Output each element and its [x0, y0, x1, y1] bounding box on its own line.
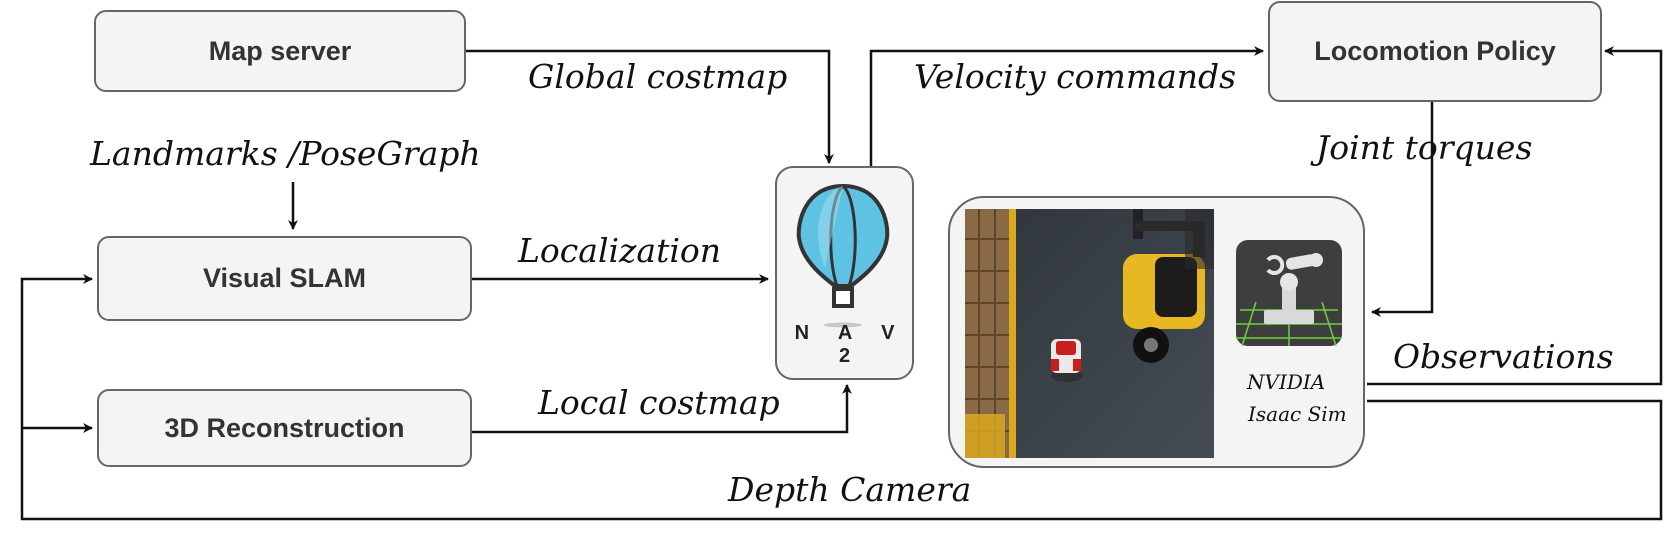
- edge-joint-torques: [1371, 101, 1434, 317]
- edge-global-costmap: [465, 49, 834, 164]
- edge-local-costmap: [471, 384, 852, 434]
- isaac-sim-node: NVIDIA Isaac Sim: [948, 196, 1365, 468]
- edge-observations: [1367, 46, 1663, 386]
- balloon-icon: [796, 183, 890, 328]
- edge-depth-camera: [20, 274, 1663, 521]
- localization-label: Localization: [518, 231, 722, 270]
- edge-velocity-commands: [869, 46, 1264, 166]
- warehouse-scene: [965, 209, 1214, 458]
- global-costmap-label: Global costmap: [528, 57, 788, 96]
- robot-arm-icon: [1236, 240, 1342, 346]
- reconstruction-label: 3D Reconstruction: [164, 412, 405, 443]
- locomotion-policy-label: Locomotion Policy: [1314, 36, 1556, 66]
- local-costmap-label: Local costmap: [538, 383, 780, 422]
- joint-torques-label: Joint torques: [1316, 128, 1533, 167]
- map-server-node: Map server: [94, 10, 466, 92]
- landmarks-label: Landmarks /PoseGraph: [90, 134, 481, 173]
- depth-camera-label: Depth Camera: [728, 470, 972, 509]
- map-server-label: Map server: [208, 35, 352, 66]
- reconstruction-node: 3D Reconstruction: [97, 389, 472, 467]
- sim-caption-line1: NVIDIA: [1247, 370, 1326, 394]
- nav2-node: N A V 2: [775, 166, 914, 380]
- observations-label: Observations: [1393, 337, 1614, 376]
- simulation-scene-image: [965, 209, 1214, 458]
- visual-slam-label: Visual SLAM: [202, 263, 367, 293]
- sim-caption-line2: Isaac Sim: [1248, 402, 1347, 426]
- visual-slam-node: Visual SLAM: [97, 236, 472, 321]
- locomotion-policy-node: Locomotion Policy: [1268, 1, 1602, 102]
- velocity-commands-label: Velocity commands: [914, 57, 1237, 96]
- nav2-label: N A V 2: [794, 322, 907, 367]
